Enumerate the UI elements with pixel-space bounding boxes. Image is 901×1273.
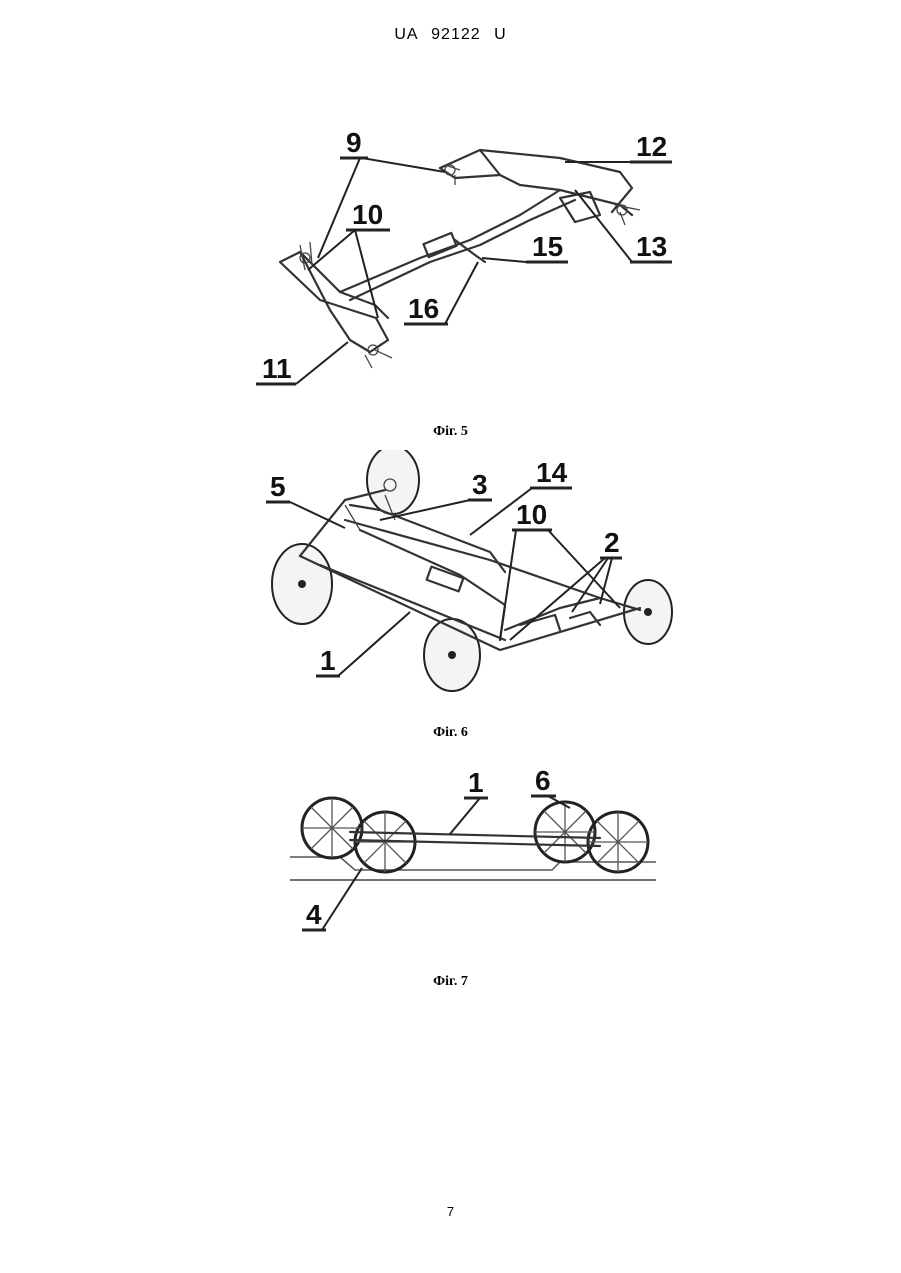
label-9: 9: [318, 127, 445, 258]
svg-text:12: 12: [636, 131, 667, 162]
svg-text:1: 1: [320, 645, 336, 676]
svg-text:15: 15: [532, 231, 563, 262]
figure-6-caption: Фіг. 6: [0, 725, 901, 741]
figure-5-drawing: 9 10 11 12 13 15 16: [0, 120, 901, 420]
figure-7: 1 6 4: [0, 760, 901, 940]
svg-text:1: 1: [468, 767, 484, 798]
figure-7-drawing: 1 6 4: [0, 760, 901, 940]
rail-drawing: [290, 798, 656, 880]
figure-6-drawing: 5 3 14 10 2 1: [0, 450, 901, 720]
figure-7-caption: Фіг. 7: [0, 974, 901, 990]
svg-text:4: 4: [306, 899, 322, 930]
label-1-fig6: 1: [316, 612, 410, 676]
figure-5-caption: Фіг. 5: [0, 424, 901, 440]
svg-text:14: 14: [536, 457, 568, 488]
label-13: 13: [575, 190, 672, 262]
svg-text:5: 5: [270, 471, 286, 502]
svg-text:16: 16: [408, 293, 439, 324]
svg-text:13: 13: [636, 231, 667, 262]
svg-text:6: 6: [535, 765, 551, 796]
label-1-fig7: 1: [450, 767, 488, 834]
label-5: 5: [266, 471, 345, 528]
document-number-header: UA 92122 U: [0, 26, 901, 44]
label-4: 4: [302, 868, 362, 930]
svg-text:11: 11: [262, 353, 292, 384]
svg-text:10: 10: [352, 199, 383, 230]
frame-drawing: [280, 150, 640, 368]
page-number: 7: [0, 1204, 901, 1219]
svg-text:10: 10: [516, 499, 547, 530]
label-11: 11: [256, 342, 348, 384]
label-15: 15: [482, 231, 568, 262]
figure-5: 9 10 11 12 13 15 16: [0, 120, 901, 420]
label-16: 16: [404, 262, 478, 324]
svg-text:9: 9: [346, 127, 362, 158]
svg-text:2: 2: [604, 527, 620, 558]
label-12: 12: [565, 131, 672, 162]
svg-text:3: 3: [472, 469, 488, 500]
figure-6: 5 3 14 10 2 1: [0, 450, 901, 720]
